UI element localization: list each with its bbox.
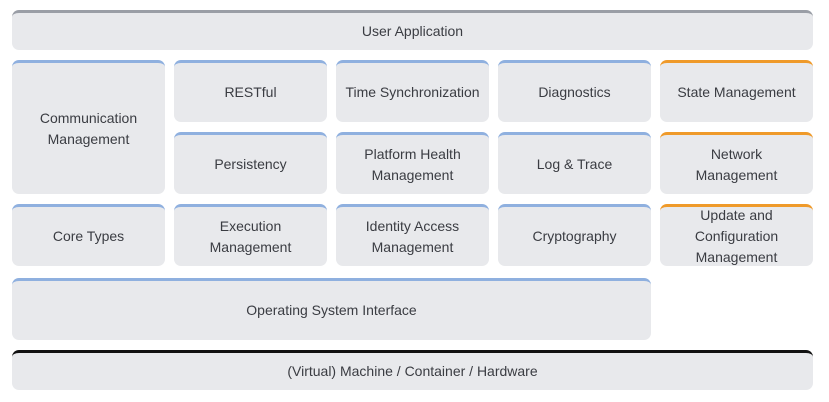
- operating-system-interface-box: Operating System Interface: [12, 278, 651, 340]
- time-synchronization-box: Time Synchronization: [336, 60, 489, 122]
- user-application-label: User Application: [361, 23, 464, 39]
- platform-health-management-box: Platform Health Management: [336, 132, 489, 194]
- hardware-label: (Virtual) Machine / Container / Hardware: [287, 363, 538, 379]
- persistency-box: Persistency: [174, 132, 327, 194]
- core-types-label: Core Types: [52, 228, 125, 244]
- platform-health-management-label: Platform Health Management: [364, 145, 461, 183]
- execution-management-label: Execution Management: [209, 217, 292, 255]
- operating-system-interface-label: Operating System Interface: [246, 302, 417, 318]
- communication-management-box: Communication Management: [12, 60, 165, 194]
- execution-management-box: Execution Management: [174, 204, 327, 266]
- state-management-box: State Management: [660, 60, 813, 122]
- cryptography-label: Cryptography: [532, 228, 617, 244]
- diagnostics-label: Diagnostics: [538, 84, 611, 100]
- state-management-label: State Management: [677, 84, 796, 100]
- network-management-box: Network Management: [660, 132, 813, 194]
- update-and-configuration-management-label: Update and Configuration Management: [694, 207, 779, 265]
- cryptography-box: Cryptography: [498, 204, 651, 266]
- restful-label: RESTful: [224, 84, 277, 100]
- time-synchronization-label: Time Synchronization: [345, 84, 480, 100]
- restful-box: RESTful: [174, 60, 327, 122]
- communication-management-label: Communication Management: [39, 109, 138, 147]
- update-and-configuration-management-box: Update and Configuration Management: [660, 204, 813, 266]
- persistency-label: Persistency: [214, 156, 287, 172]
- user-application-box: User Application: [12, 10, 813, 50]
- log-and-trace-box: Log & Trace: [498, 132, 651, 194]
- network-management-label: Network Management: [695, 145, 778, 183]
- identity-access-management-box: Identity Access Management: [336, 204, 489, 266]
- log-and-trace-label: Log & Trace: [536, 156, 613, 172]
- identity-access-management-label: Identity Access Management: [365, 217, 460, 255]
- core-types-box: Core Types: [12, 204, 165, 266]
- diagnostics-box: Diagnostics: [498, 60, 651, 122]
- hardware-box: (Virtual) Machine / Container / Hardware: [12, 350, 813, 390]
